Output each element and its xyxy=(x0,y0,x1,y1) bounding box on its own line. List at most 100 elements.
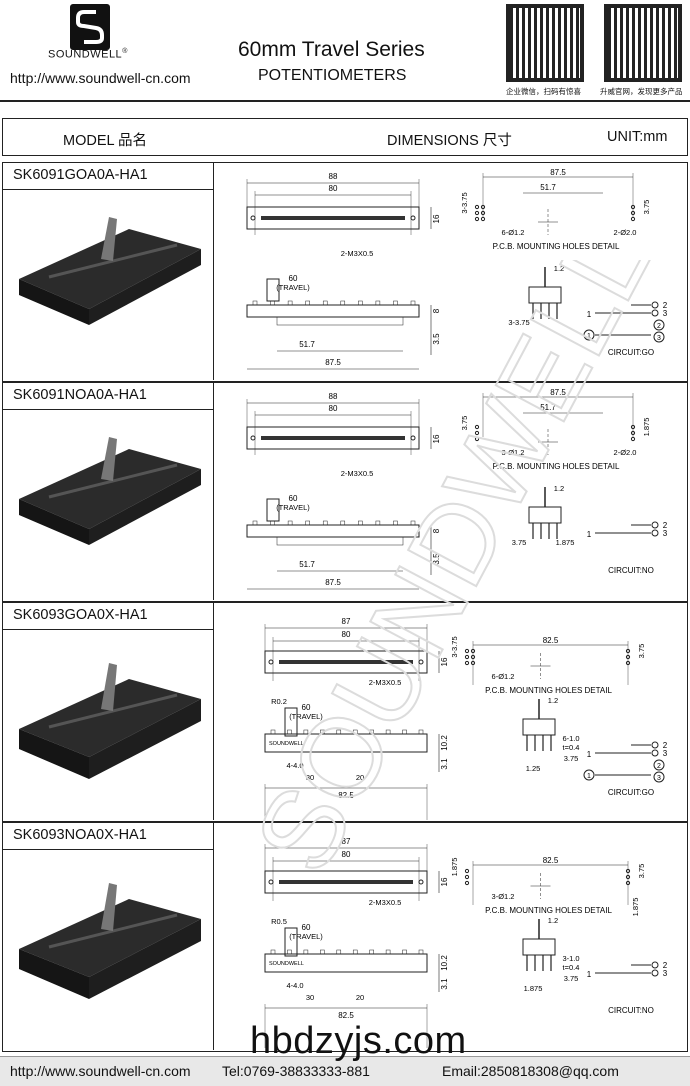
dimension-label: 1.2 xyxy=(548,916,558,925)
footer-url[interactable]: http://www.soundwell-cn.com xyxy=(10,1063,191,1079)
dimension-label: 3.1 xyxy=(440,978,449,990)
model-name: SK6093GOA0X-HA1 xyxy=(13,607,148,623)
dimension-label: 16 xyxy=(432,434,441,443)
pin-body xyxy=(528,286,562,304)
slide-slot xyxy=(261,216,405,220)
dimension-label: 2-Ø2.0 xyxy=(614,228,637,237)
dimension-label: 87.5 xyxy=(550,168,566,177)
model-name: SK6091NOA0A-HA1 xyxy=(13,387,147,403)
column-header-bar: MODEL 品名 DIMENSIONS 尺寸 UNIT:mm xyxy=(2,118,688,156)
dimension-label: 2-M3X0.5 xyxy=(341,249,374,258)
dimension-label: 1.25 xyxy=(526,764,541,773)
model-divider xyxy=(3,409,213,410)
dimension-label: 3 xyxy=(663,969,668,978)
column-divider xyxy=(213,163,214,380)
dimension-label: (TRAVEL) xyxy=(289,932,323,941)
dimension-label: 30 xyxy=(306,993,314,1002)
header-divider xyxy=(0,100,690,102)
side-brand: SOUNDWELL xyxy=(269,741,304,747)
pin-body xyxy=(528,506,562,524)
slide-slot xyxy=(261,436,405,440)
dimension-label: 2 xyxy=(663,741,668,750)
dimension-label: 1 xyxy=(587,773,591,780)
dimension-label: 16 xyxy=(440,657,449,666)
dimension-label: 1.2 xyxy=(548,696,558,705)
dimension-drawing: 8880162-M3X0.560(TRAVEL)51.787.583.587.5… xyxy=(246,168,668,370)
dimension-label: 2 xyxy=(663,521,668,530)
dimension-label: CIRCUIT:GO xyxy=(608,788,654,797)
dimension-label: 3.5 xyxy=(432,553,441,565)
dimension-label: 87 xyxy=(342,837,351,846)
dimension-label: 4-4.0 xyxy=(286,981,303,990)
dimension-label: t=0.4 xyxy=(563,963,580,972)
dimension-label: 82.5 xyxy=(543,856,559,865)
dimension-label: 51.7 xyxy=(299,340,315,349)
dimension-label: 51.7 xyxy=(540,183,556,192)
dimension-label: 80 xyxy=(342,850,351,859)
dimension-label: 3 xyxy=(663,529,668,538)
dimension-label: (TRAVEL) xyxy=(276,503,310,512)
side-brand: SOUNDWELL xyxy=(269,961,304,967)
dimension-label: 3.5 xyxy=(432,333,441,345)
side-view-body xyxy=(264,953,428,973)
side-view-body xyxy=(264,733,428,753)
dimension-label: 6-Ø1.2 xyxy=(502,228,525,237)
dimension-label: 2-M3X0.5 xyxy=(369,678,402,687)
slider-knob xyxy=(284,927,298,957)
dimension-label: 3-1.0 xyxy=(562,954,579,963)
dimension-label: 3.75 xyxy=(460,416,469,431)
dimension-label: (TRAVEL) xyxy=(289,712,323,721)
dimension-label: 8 xyxy=(432,308,441,313)
page-header: SOUNDWELL® http://www.soundwell-cn.com 6… xyxy=(0,0,690,100)
dimension-label: 3-3.75 xyxy=(460,192,469,213)
dimension-label: 87.5 xyxy=(550,388,566,397)
page-footer: http://www.soundwell-cn.com Tel:0769-388… xyxy=(0,1056,690,1086)
dimension-label: 6-1.0 xyxy=(562,734,579,743)
qr-code-wechat xyxy=(506,4,584,82)
dimension-label: 2 xyxy=(657,323,661,330)
dimension-label: 2 xyxy=(657,763,661,770)
qr-caption-website: 升威官网，发现更多产品 xyxy=(600,87,683,96)
dimension-label: P.C.B. MOUNTING HOLES DETAIL xyxy=(485,686,612,695)
dimension-label: 2 xyxy=(663,301,668,310)
dimension-label: t=0.4 xyxy=(563,743,580,752)
dimension-label: 51.7 xyxy=(540,403,556,412)
dimension-label: 87.5 xyxy=(325,578,341,587)
dimension-label: 60 xyxy=(302,703,311,712)
footer-email[interactable]: Email:2850818308@qq.com xyxy=(442,1063,619,1079)
dimension-label: 60 xyxy=(289,274,298,283)
dimension-label: 3 xyxy=(663,309,668,318)
dimension-label: 3-3.75 xyxy=(508,318,529,327)
dimension-label: 1.875 xyxy=(524,984,543,993)
dimension-label: CIRCUIT:NO xyxy=(608,1006,654,1015)
dimension-label: 3-Ø1.2 xyxy=(492,892,515,901)
dimension-drawing: 8780162-M3X0.560(TRAVEL)R0.5SOUNDWELL4-4… xyxy=(264,837,668,1048)
product-photo xyxy=(19,217,201,325)
dimension-label: 3.75 xyxy=(642,200,651,215)
column-divider xyxy=(213,823,214,1050)
page-subtitle: POTENTIOMETERS xyxy=(258,67,407,84)
dimension-label: 82.5 xyxy=(338,1011,354,1020)
site-overlay-text: hbdzyjs.com xyxy=(250,1020,467,1062)
model-divider xyxy=(3,629,213,630)
dimension-label: R0.2 xyxy=(271,697,287,706)
dimension-label: 1.875 xyxy=(556,538,575,547)
qr-caption-wechat: 企业微信，扫码有惊喜 xyxy=(506,87,581,96)
dimension-label: P.C.B. MOUNTING HOLES DETAIL xyxy=(493,462,620,471)
dimension-label: 10.2 xyxy=(440,735,449,751)
dimension-label: 60 xyxy=(302,923,311,932)
page-title: 60mm Travel Series xyxy=(238,38,425,61)
brand-name: SOUNDWELL® xyxy=(48,48,128,61)
header-website[interactable]: http://www.soundwell-cn.com xyxy=(10,70,191,86)
dimension-label: 82.5 xyxy=(338,791,354,800)
product-photo xyxy=(19,437,201,545)
dimension-label: 2-M3X0.5 xyxy=(341,469,374,478)
footer-tel: Tel:0769-38833333-881 xyxy=(222,1063,370,1079)
dimension-label: 2 xyxy=(663,961,668,970)
model-divider xyxy=(3,849,213,850)
column-divider xyxy=(213,603,214,820)
dimension-label: 88 xyxy=(329,172,338,181)
